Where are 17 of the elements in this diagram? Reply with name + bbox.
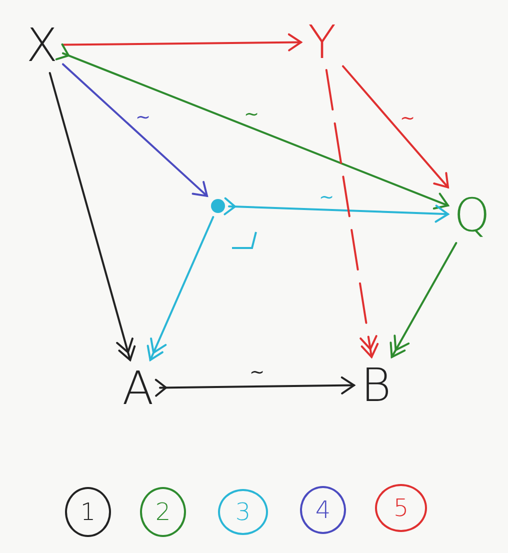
circled-number: 3 <box>218 489 268 535</box>
circled-number: 1 <box>65 487 111 537</box>
circled-number: 2 <box>140 487 186 537</box>
object-label: Q <box>452 191 492 239</box>
dot <box>211 199 225 213</box>
object-label: Y <box>305 18 339 66</box>
arrow <box>55 43 449 210</box>
object-label: X <box>25 21 59 69</box>
arrow <box>224 197 449 223</box>
arrow <box>62 33 302 52</box>
object-label: B <box>358 361 394 409</box>
arrow <box>342 65 449 188</box>
circled-number: 4 <box>300 486 346 534</box>
circled-number: 5 <box>375 484 427 532</box>
arrow <box>154 376 355 397</box>
object-label: A <box>120 364 156 412</box>
arrow <box>62 63 208 197</box>
